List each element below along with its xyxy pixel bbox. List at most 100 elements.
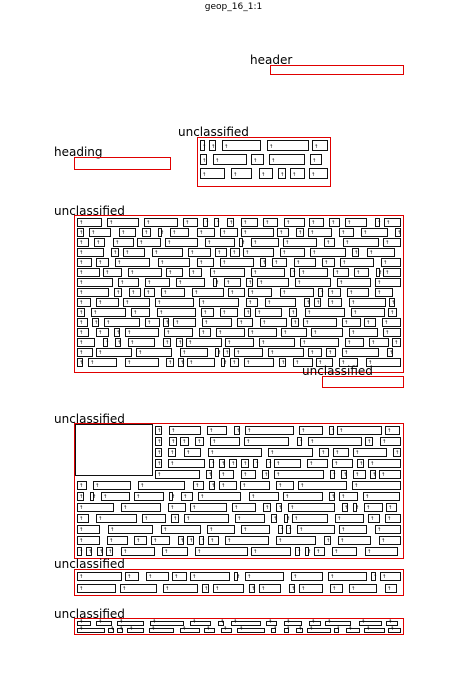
word-box: ↑ [314, 298, 321, 307]
glyph-mark: ↑ [215, 586, 220, 592]
word-box: ↑ [125, 358, 159, 367]
word-box: ↑ [184, 514, 229, 523]
word-box: ↑ [284, 218, 305, 227]
glyph-mark: ↑ [307, 549, 312, 555]
word-box: ↑ [113, 238, 134, 247]
word-box: ↑ [383, 268, 401, 277]
word-box: ↑ [208, 536, 219, 545]
word-box: ↑ [328, 572, 367, 581]
word-box: ↑ [251, 154, 264, 165]
word-box: ↑ [227, 218, 234, 227]
word-box: ↑ [106, 547, 113, 556]
glyph-mark: ↑ [79, 505, 84, 511]
unclassified-table-label: unclassified [54, 204, 125, 218]
word-box: ↑ [276, 481, 294, 490]
word-box: ↑ [161, 525, 201, 534]
heading-label: heading [54, 145, 103, 159]
glyph-mark: ↑ [370, 461, 375, 467]
word-box: ↑ [318, 288, 324, 297]
glyph-mark: ↑ [186, 450, 191, 456]
word-box: ↑ [305, 547, 312, 556]
glyph-mark: ↑ [278, 538, 283, 544]
glyph-mark: ↑ [79, 527, 84, 533]
glyph-mark: ↑ [253, 270, 258, 276]
word-box: ↑ [352, 481, 401, 490]
word-box: ↑ [223, 348, 230, 357]
glyph-mark: ↑ [79, 290, 84, 296]
word-box: ↑ [368, 514, 380, 523]
word-box: ↑ [243, 248, 274, 257]
glyph-mark: ↑ [387, 586, 392, 592]
glyph-mark: ↑ [166, 330, 171, 336]
word-box: ↑ [349, 298, 386, 307]
word-box: ↑ [178, 358, 184, 367]
glyph-mark: ↑ [79, 300, 84, 306]
glyph-mark: ↑ [273, 516, 278, 522]
word-box: ↑ [249, 584, 255, 593]
unclassified-strip-label: unclassified [54, 557, 125, 571]
unclassified-footer-label: unclassified [54, 607, 125, 621]
glyph-mark: ↑ [331, 494, 336, 500]
glyph-mark: ↑ [200, 494, 205, 500]
word-box: ↑ [96, 348, 132, 357]
glyph-mark: ↑ [233, 619, 238, 625]
word-box: ↑ [380, 572, 401, 581]
word-box: ↑ [96, 514, 137, 523]
glyph-mark: ↑ [280, 172, 285, 178]
glyph-mark: ↑ [234, 505, 239, 511]
word-box: ↑ [198, 492, 241, 501]
word-box: ↑ [202, 584, 209, 593]
word-box: ↑ [364, 318, 376, 327]
glyph-mark: ↑ [123, 505, 128, 511]
glyph-mark: ↑ [191, 270, 196, 276]
word-box: ↑ [131, 308, 150, 317]
word-box: ↑ [393, 448, 401, 457]
glyph-mark: ↑ [330, 574, 335, 580]
glyph-mark: ↑ [347, 220, 352, 226]
glyph-mark: ↑ [332, 472, 337, 478]
word-box: ↑ [134, 536, 147, 545]
word-box: ↑ [354, 268, 369, 277]
glyph-mark: ↑ [310, 230, 315, 236]
glyph-mark: ↑ [230, 290, 235, 296]
glyph-mark: ↑ [79, 330, 84, 336]
word-box: ↑ [77, 278, 113, 287]
glyph-mark: ↑ [79, 310, 84, 316]
word-box: ↑ [304, 298, 310, 307]
word-box: ↑ [163, 338, 171, 347]
word-box: ↑ [371, 572, 377, 581]
word-box: ↑ [383, 328, 401, 337]
word-box: ↑ [375, 278, 401, 287]
word-box: ↑ [125, 572, 139, 581]
glyph-mark: ↑ [301, 428, 306, 434]
word-box: ↑ [343, 238, 379, 247]
heading-region [74, 157, 171, 170]
word-box: ↑ [197, 228, 215, 237]
glyph-mark: ↑ [79, 516, 84, 522]
word-box: ↑ [114, 288, 122, 297]
glyph-mark: ↑ [79, 538, 84, 544]
word-box: ↑ [166, 358, 174, 367]
word-box: ↑ [346, 627, 360, 633]
glyph-mark: ↑ [225, 350, 230, 356]
word-box: ↑ [379, 470, 401, 479]
glyph-mark: ↑ [98, 330, 103, 336]
glyph-mark: ↑ [131, 290, 136, 296]
word-box: ↑ [225, 338, 254, 347]
glyph-mark: ↑ [257, 310, 262, 316]
word-box: ↑ [365, 437, 373, 446]
word-box: ↑ [123, 298, 150, 307]
word-box: ↑ [349, 584, 377, 593]
word-box: ↑ [370, 470, 376, 479]
glyph-mark: ↑ [351, 330, 356, 336]
word-box: ↑ [299, 268, 328, 277]
glyph-mark: ↑ [341, 527, 346, 533]
glyph-mark: ↑ [291, 310, 296, 316]
word-box: ↑ [300, 338, 339, 347]
word-box: ↑ [326, 348, 336, 357]
glyph-mark: ↑ [302, 340, 307, 346]
glyph-mark: ↑ [279, 230, 284, 236]
word-box: ↑ [265, 298, 296, 307]
word-box: ↑ [170, 228, 189, 237]
glyph-mark: ↑ [133, 310, 138, 316]
